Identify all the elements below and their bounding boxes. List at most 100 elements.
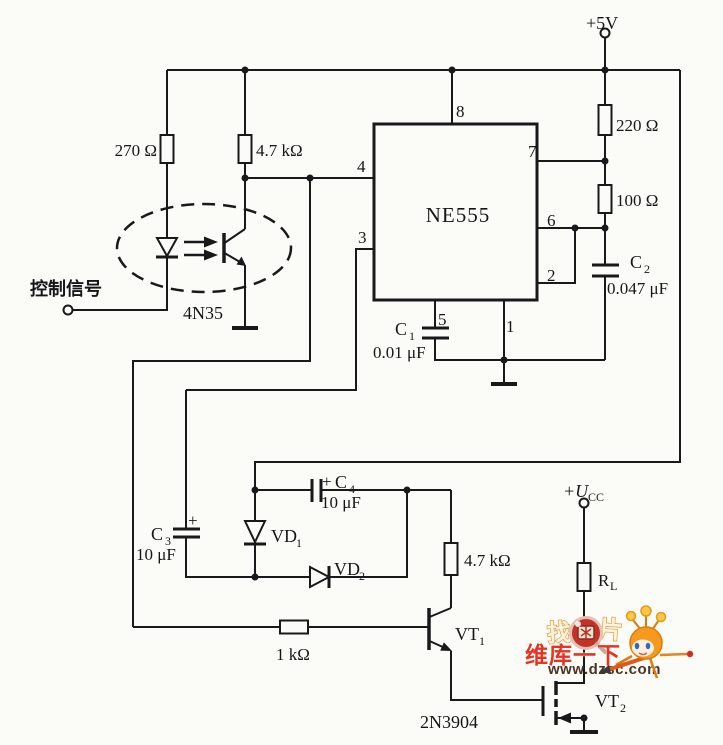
pin-8-label: 8 <box>456 102 465 121</box>
watermark-char-right: 片 <box>598 616 624 645</box>
phototransistor <box>222 228 246 266</box>
supply-terminal-ucc: +U CC <box>563 481 604 509</box>
collector-lead <box>223 228 246 244</box>
junction-dot <box>251 486 259 494</box>
emitter-arrow <box>236 256 246 266</box>
mascot-tail <box>659 652 688 657</box>
resistor-100-label: 100 Ω <box>616 191 658 210</box>
junction-dot <box>580 714 588 722</box>
capacitor-c3: + C 3 10 μF <box>136 511 200 564</box>
junction-dot <box>403 486 411 494</box>
diode-vd1: VD 1 <box>243 520 302 550</box>
diode-triangle <box>243 520 267 545</box>
mascot-arm <box>615 654 633 667</box>
capacitor-c4-sub: 4 <box>349 482 355 496</box>
capacitor-c2-sub: 2 <box>644 262 650 276</box>
resistor-rl-sub: L <box>610 579 617 593</box>
capacitor-c1-value: 0.01 μF <box>373 343 426 362</box>
pin-1-label: 1 <box>506 317 515 336</box>
pin-5-label: 5 <box>438 310 447 329</box>
supply-ucc-label: +U <box>563 481 589 501</box>
diode-vd1-label: VD <box>271 526 297 546</box>
magnifier-handle2 <box>595 642 607 654</box>
watermark-slogan: 维库一下 <box>525 642 621 668</box>
pin-6-label: 6 <box>547 211 556 230</box>
diode-vd2-label: VD <box>334 559 360 579</box>
magnifier-chip-icon <box>569 616 607 654</box>
led-triangle <box>155 237 179 259</box>
junction-dot <box>500 356 508 364</box>
terminal-circle <box>578 497 590 509</box>
resistor-body <box>237 134 253 164</box>
pin-2-label: 2 <box>547 266 556 285</box>
resistor-4k7-top-label: 4.7 kΩ <box>256 141 303 160</box>
capacitor-c1-sub: 1 <box>409 329 415 343</box>
diode-vd1-sub: 1 <box>296 536 302 550</box>
crown-bulb <box>640 605 652 617</box>
diode-triangle <box>309 565 332 589</box>
watermark-char-left: 找 <box>546 619 572 648</box>
resistor-body <box>279 619 309 635</box>
supply-terminal-5v: +5V <box>586 13 618 39</box>
resistor-body <box>597 184 613 214</box>
capacitor-c4-label: C <box>335 472 347 492</box>
junction-dot <box>601 157 609 165</box>
transistor-vt2-label: VT <box>595 691 619 711</box>
junction-dot <box>601 66 609 74</box>
resistor-220: 220 Ω <box>597 104 658 136</box>
collector-lead <box>429 607 452 618</box>
control-signal-terminal: 控制信号 <box>30 278 102 316</box>
capacitor-c4: + C 4 10 μF <box>310 472 361 512</box>
capacitor-c2-value: 0.047 μF <box>607 279 668 298</box>
emitter-lead <box>223 252 241 263</box>
resistor-body <box>576 562 592 592</box>
transistor-vt1-sub: 1 <box>479 634 485 648</box>
chip-glyph <box>580 626 592 639</box>
resistor-body <box>443 542 459 576</box>
junction-dot <box>241 66 249 74</box>
source-arrow <box>558 712 571 724</box>
transistor-vt1-label: VT <box>455 624 479 644</box>
junction-dots <box>241 66 609 722</box>
resistor-1k: 1 kΩ <box>276 619 310 664</box>
resistor-100: 100 Ω <box>597 184 658 214</box>
capacitor-c4-value: 10 μF <box>321 493 361 512</box>
resistor-load-rl: R L <box>576 562 617 593</box>
resistor-1k-label: 1 kΩ <box>276 645 310 664</box>
crown-bulb <box>655 611 667 623</box>
resistor-body <box>597 104 613 136</box>
watermark-dzsc: 找 片 维库一下 www.dzsc.com <box>525 605 694 679</box>
crown-bulb <box>625 610 637 622</box>
ground-symbol-pin1 <box>491 360 517 386</box>
capacitor-c3-label: C <box>151 524 163 544</box>
junction-dot <box>306 174 314 182</box>
pin-3-label: 3 <box>358 228 367 247</box>
capacitor-c1: C 1 0.01 μF <box>373 319 449 362</box>
resistor-body <box>159 134 175 164</box>
mosfet-vt2: VT 2 <box>541 681 626 725</box>
ne555-ic: NE555 8 4 3 7 6 2 5 1 <box>357 102 556 336</box>
ic-body <box>372 122 539 302</box>
optocoupler-outline <box>115 202 293 294</box>
transistor-vt1-part: 2N3904 <box>420 712 478 732</box>
mascot-icon <box>599 605 694 679</box>
diode-vd2: VD 2 <box>309 559 365 589</box>
mascot-mouth <box>638 652 648 656</box>
capacitor-c2: C 2 0.047 μF <box>592 252 668 298</box>
mascot-leg <box>648 657 659 679</box>
arrow-head <box>204 236 218 248</box>
optocoupler-part-label: 4N35 <box>183 303 223 323</box>
ic-name: NE555 <box>426 203 491 227</box>
resistor-270-label: 270 Ω <box>115 141 157 160</box>
resistor-4k7-top: 4.7 kΩ <box>237 134 303 164</box>
resistor-220-label: 220 Ω <box>616 116 658 135</box>
supply-5v-label: +5V <box>586 13 618 33</box>
terminal-circle <box>62 304 74 316</box>
resistor-4k7-bottom-label: 4.7 kΩ <box>464 551 511 570</box>
capacitor-c3-sub: 3 <box>165 534 171 548</box>
junction-dot <box>448 66 456 74</box>
resistor-270: 270 Ω <box>115 134 175 164</box>
capacitor-c1-label: C <box>395 319 407 339</box>
junction-dot <box>571 224 579 232</box>
